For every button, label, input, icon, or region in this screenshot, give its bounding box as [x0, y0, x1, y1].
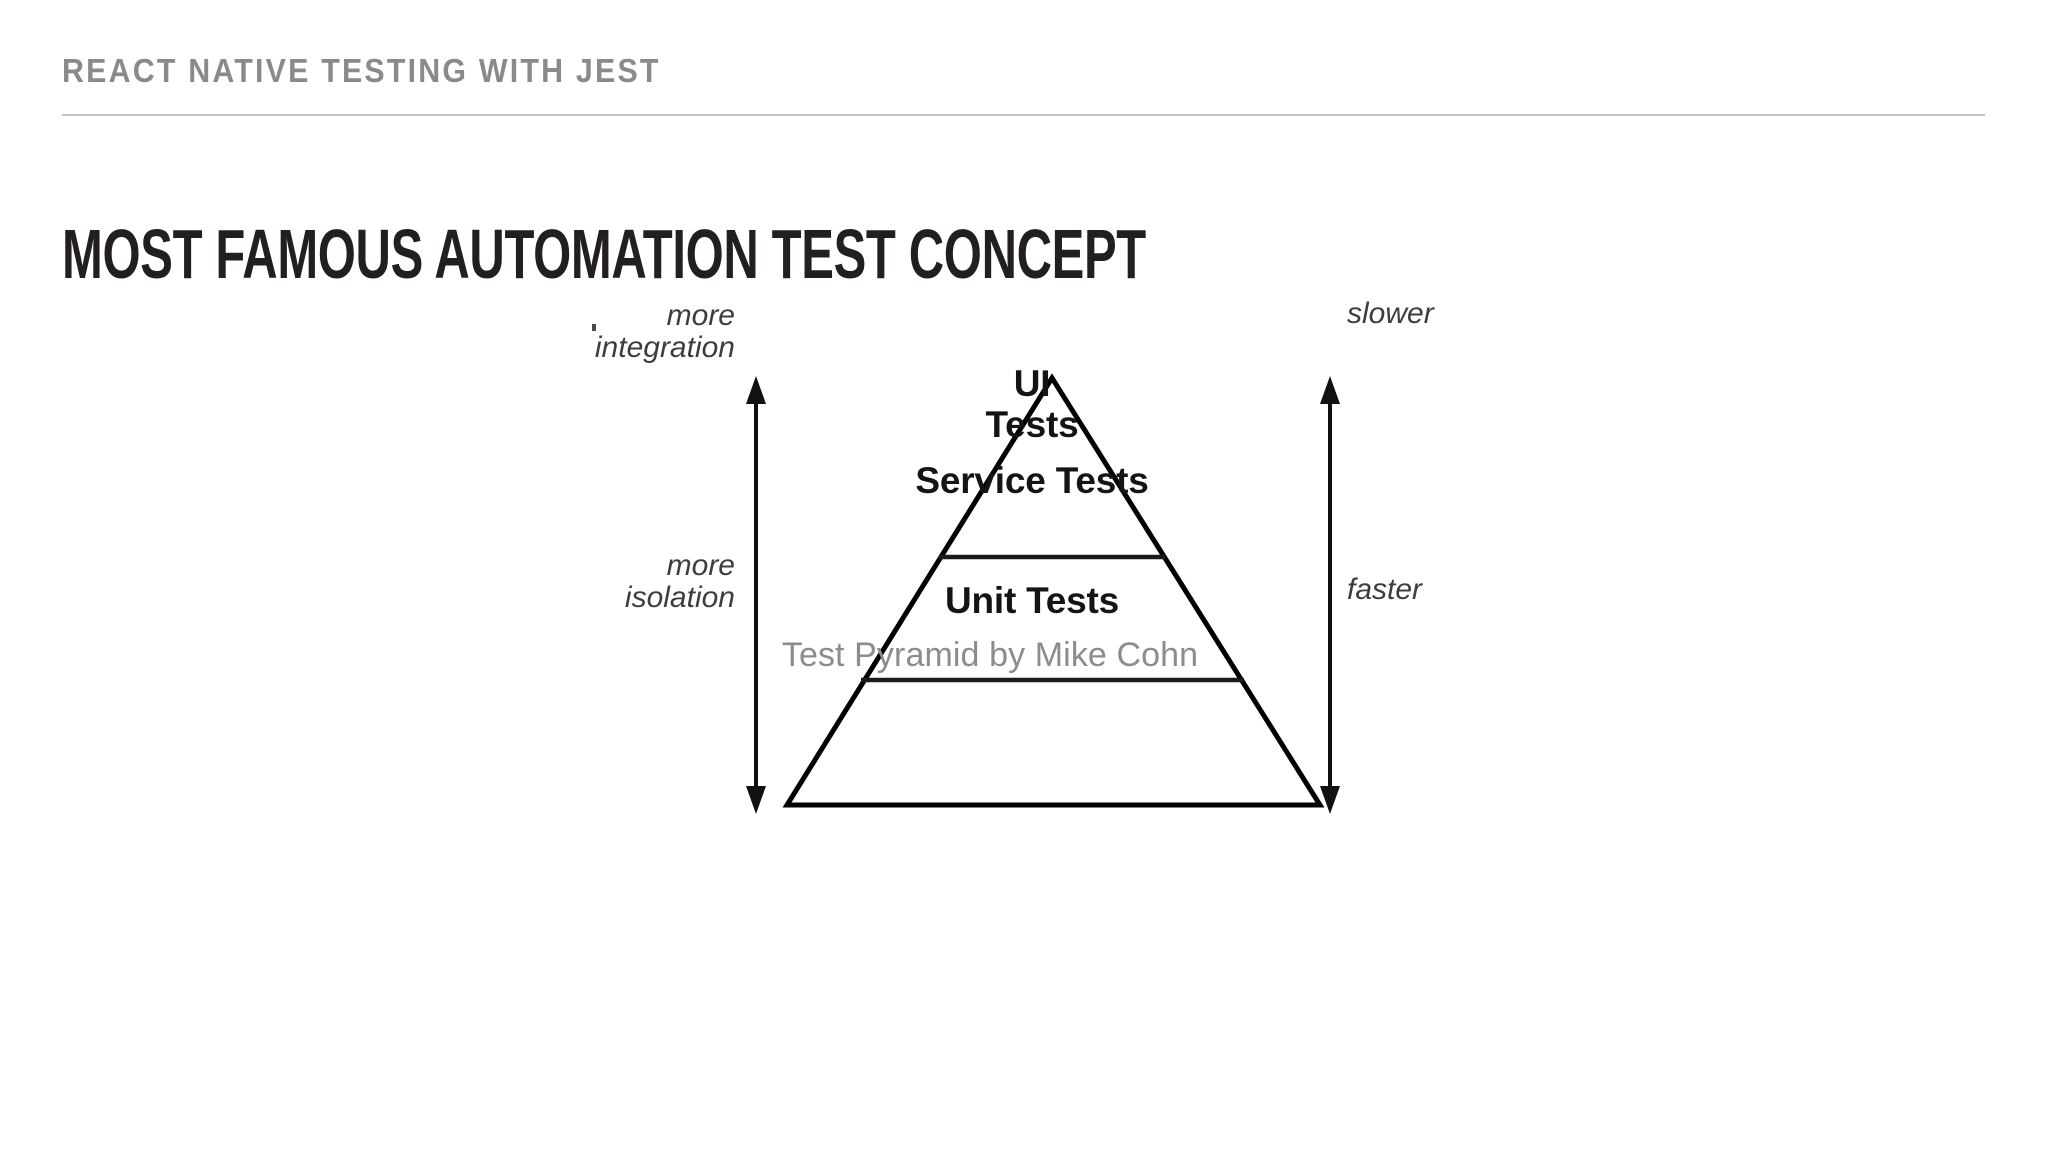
left-axis-arrow [746, 376, 766, 814]
page-title: MOST FAMOUS AUTOMATION TEST CONCEPT [62, 214, 1146, 293]
figure-caption: Test Pyramid by Mike Cohn [781, 636, 1199, 674]
right-axis-bottom-label: faster [1347, 573, 1423, 606]
left-axis-bottom-label: more isolation [624, 549, 735, 615]
test-pyramid-figure: UI Tests Service Tests Unit Tests more i… [560, 297, 1434, 880]
pyramid-outline [782, 373, 1325, 808]
pyramid-tier-ui-tests: UI Tests [985, 363, 1079, 446]
pyramid-tier-unit-tests: Unit Tests [944, 580, 1120, 621]
left-axis-top-label: more integration [594, 299, 735, 365]
pyramid-tier-service-tests: Service Tests [915, 460, 1149, 501]
right-axis-arrow [1320, 376, 1340, 814]
pyramid-diagram-svg [746, 373, 1340, 814]
header-divider [62, 114, 1985, 116]
stray-dot-artifact [592, 324, 596, 331]
right-axis-top-label: slower [1347, 297, 1434, 330]
slide-eyebrow-heading: REACT NATIVE TESTING WITH JEST [62, 52, 661, 89]
